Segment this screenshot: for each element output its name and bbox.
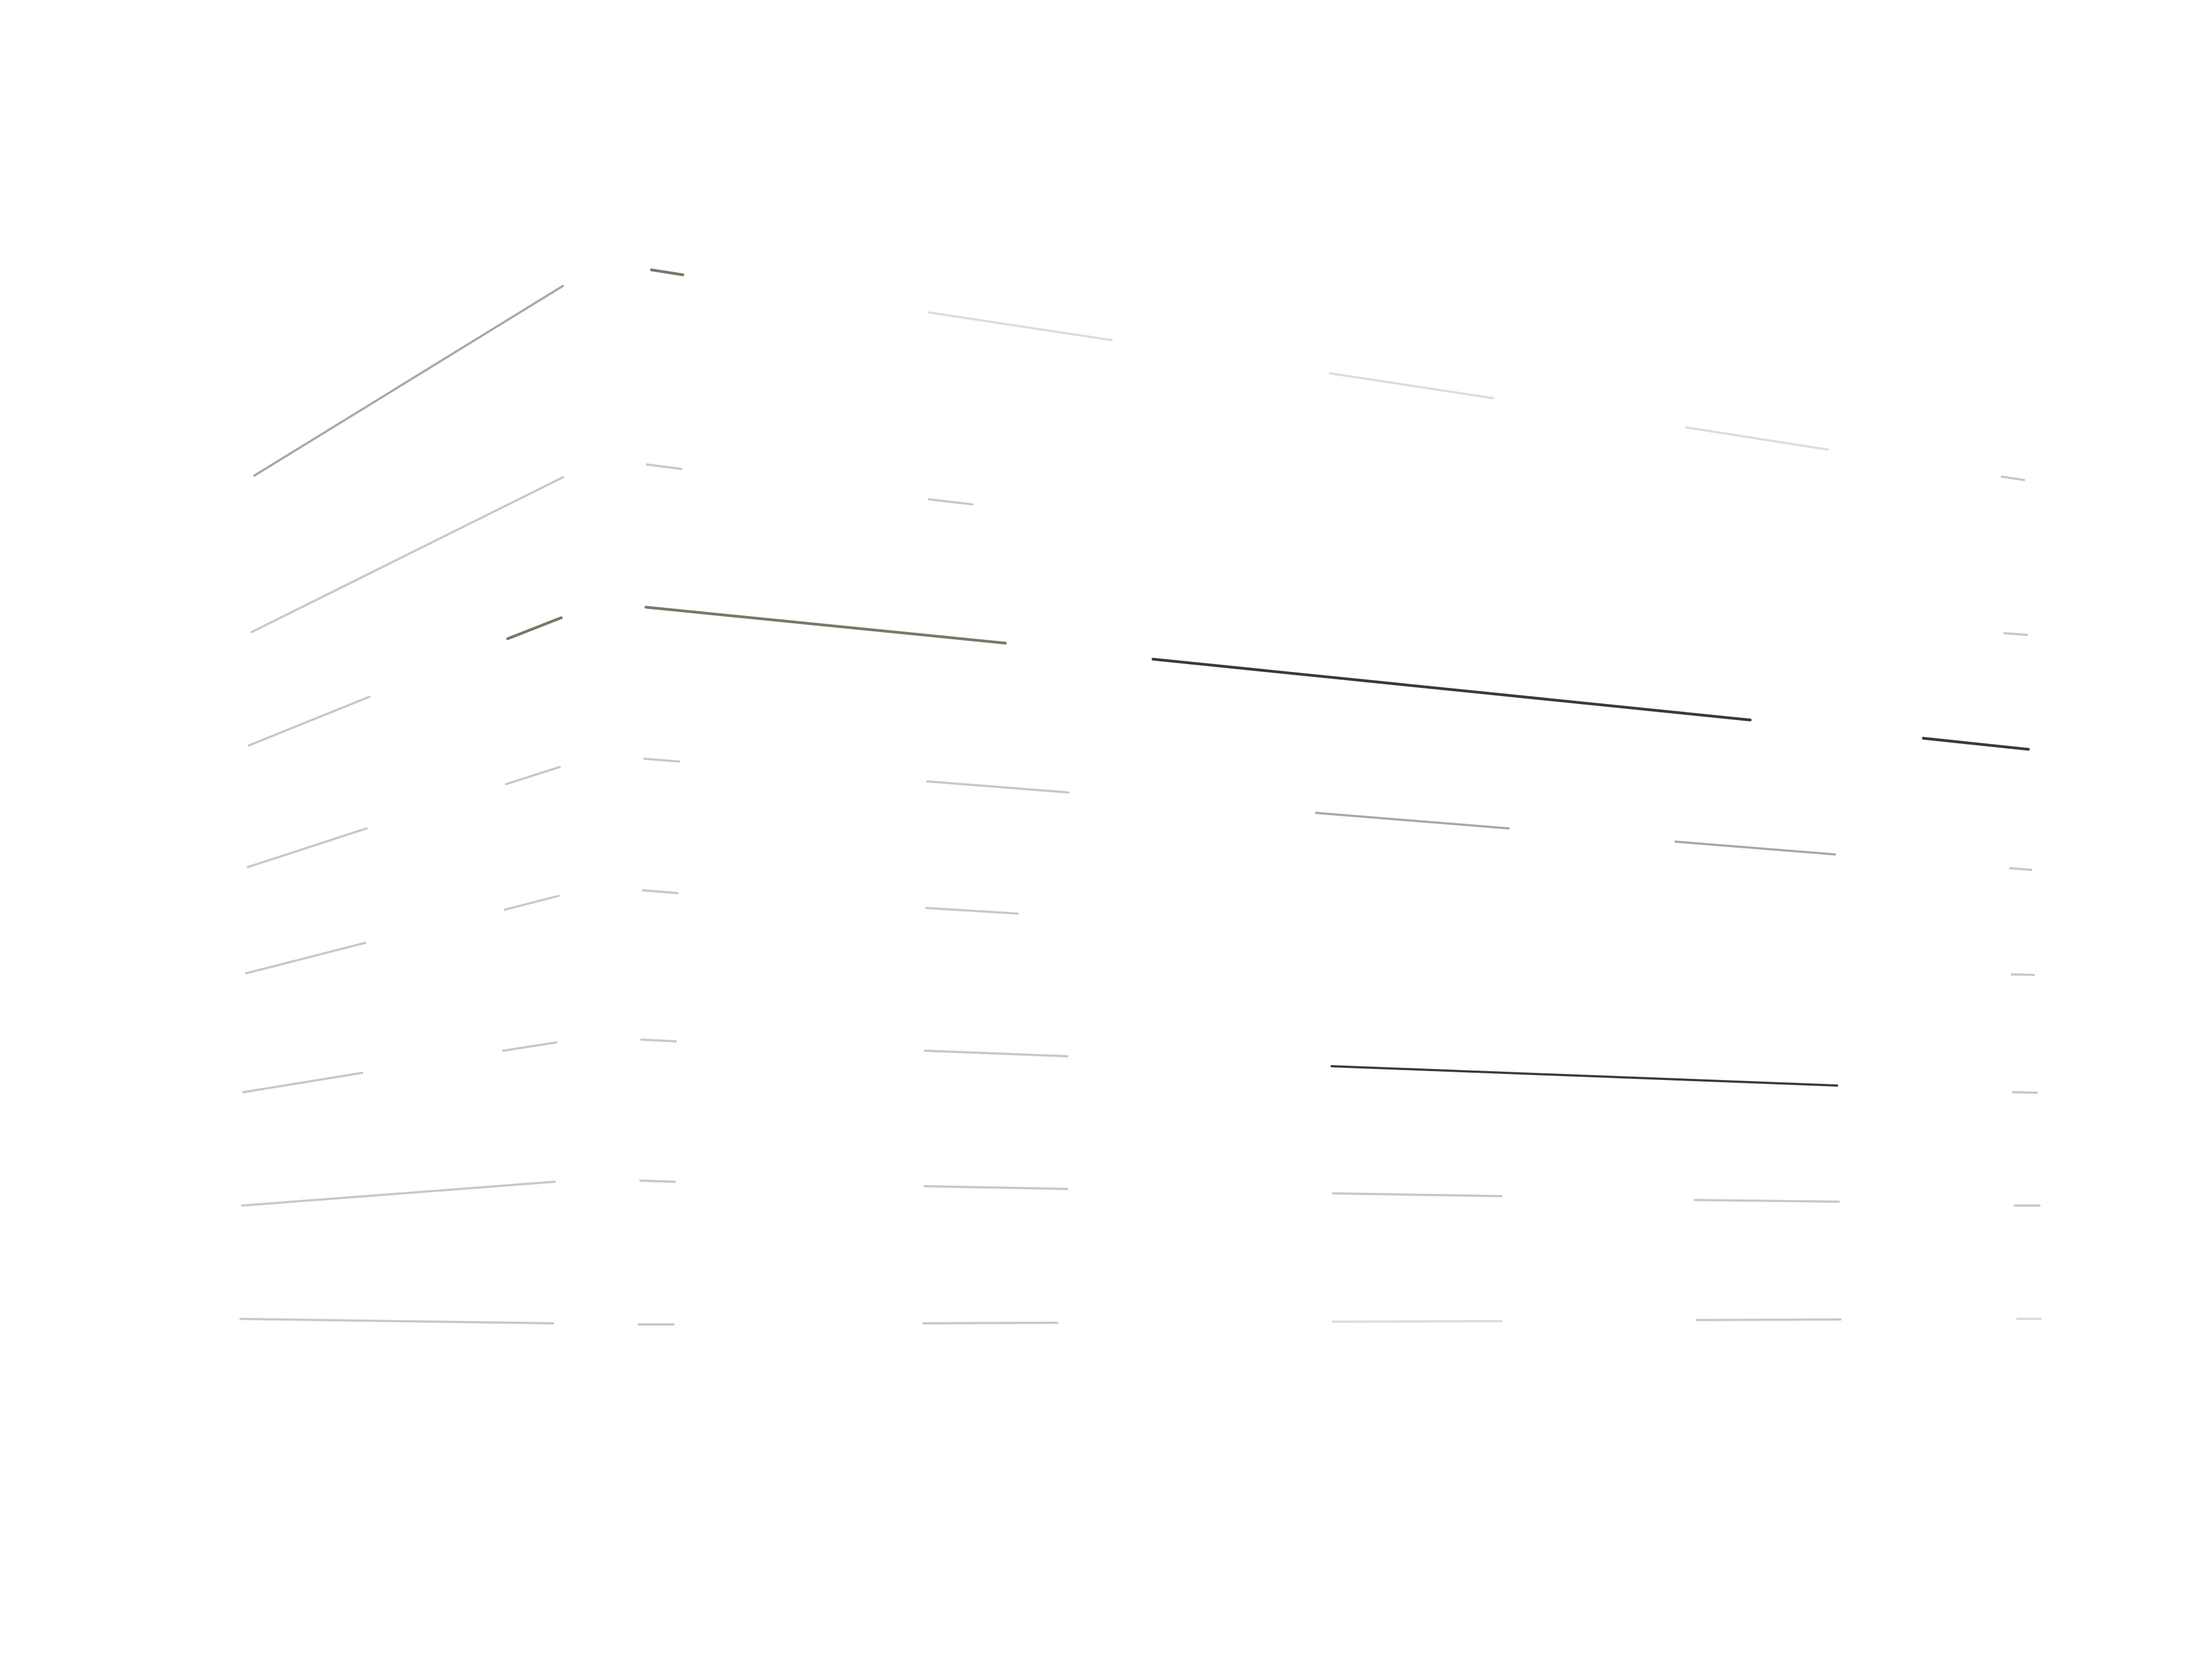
stroke [506, 616, 563, 640]
stroke [1329, 372, 1494, 399]
stroke [1686, 426, 1829, 451]
stroke [650, 268, 685, 276]
stroke [640, 1039, 677, 1042]
stroke [639, 1180, 676, 1183]
stroke [2012, 1091, 2038, 1094]
stroke [247, 827, 368, 868]
stroke [502, 1041, 557, 1052]
stroke [241, 1181, 556, 1207]
stroke [2004, 632, 2028, 636]
stroke [644, 606, 1007, 645]
stroke [251, 476, 564, 633]
stroke [245, 942, 366, 974]
stroke [928, 311, 1113, 341]
stroke [1331, 1065, 1838, 1087]
stroke [925, 907, 1019, 915]
stroke [248, 696, 371, 747]
stroke [1922, 737, 2030, 751]
stroke [1315, 812, 1510, 830]
stroke [1694, 1199, 1840, 1203]
stroke [928, 498, 973, 505]
stroke [1151, 658, 1752, 722]
stroke [1695, 1318, 1841, 1321]
stroke [924, 1185, 1068, 1190]
stroke [253, 285, 564, 477]
stroke [2009, 867, 2032, 871]
stroke [1332, 1192, 1503, 1197]
stroke [642, 889, 679, 894]
stroke [924, 1050, 1068, 1057]
stroke [242, 1072, 363, 1093]
stroke [504, 895, 560, 911]
stroke [643, 758, 680, 763]
stroke [2001, 476, 2025, 481]
stroke [505, 766, 561, 785]
stroke [646, 463, 682, 470]
stroke [1674, 841, 1836, 855]
stroke [926, 780, 1070, 794]
stroke [2011, 973, 2035, 976]
stroke [239, 1318, 554, 1324]
stroke [1332, 1320, 1503, 1323]
